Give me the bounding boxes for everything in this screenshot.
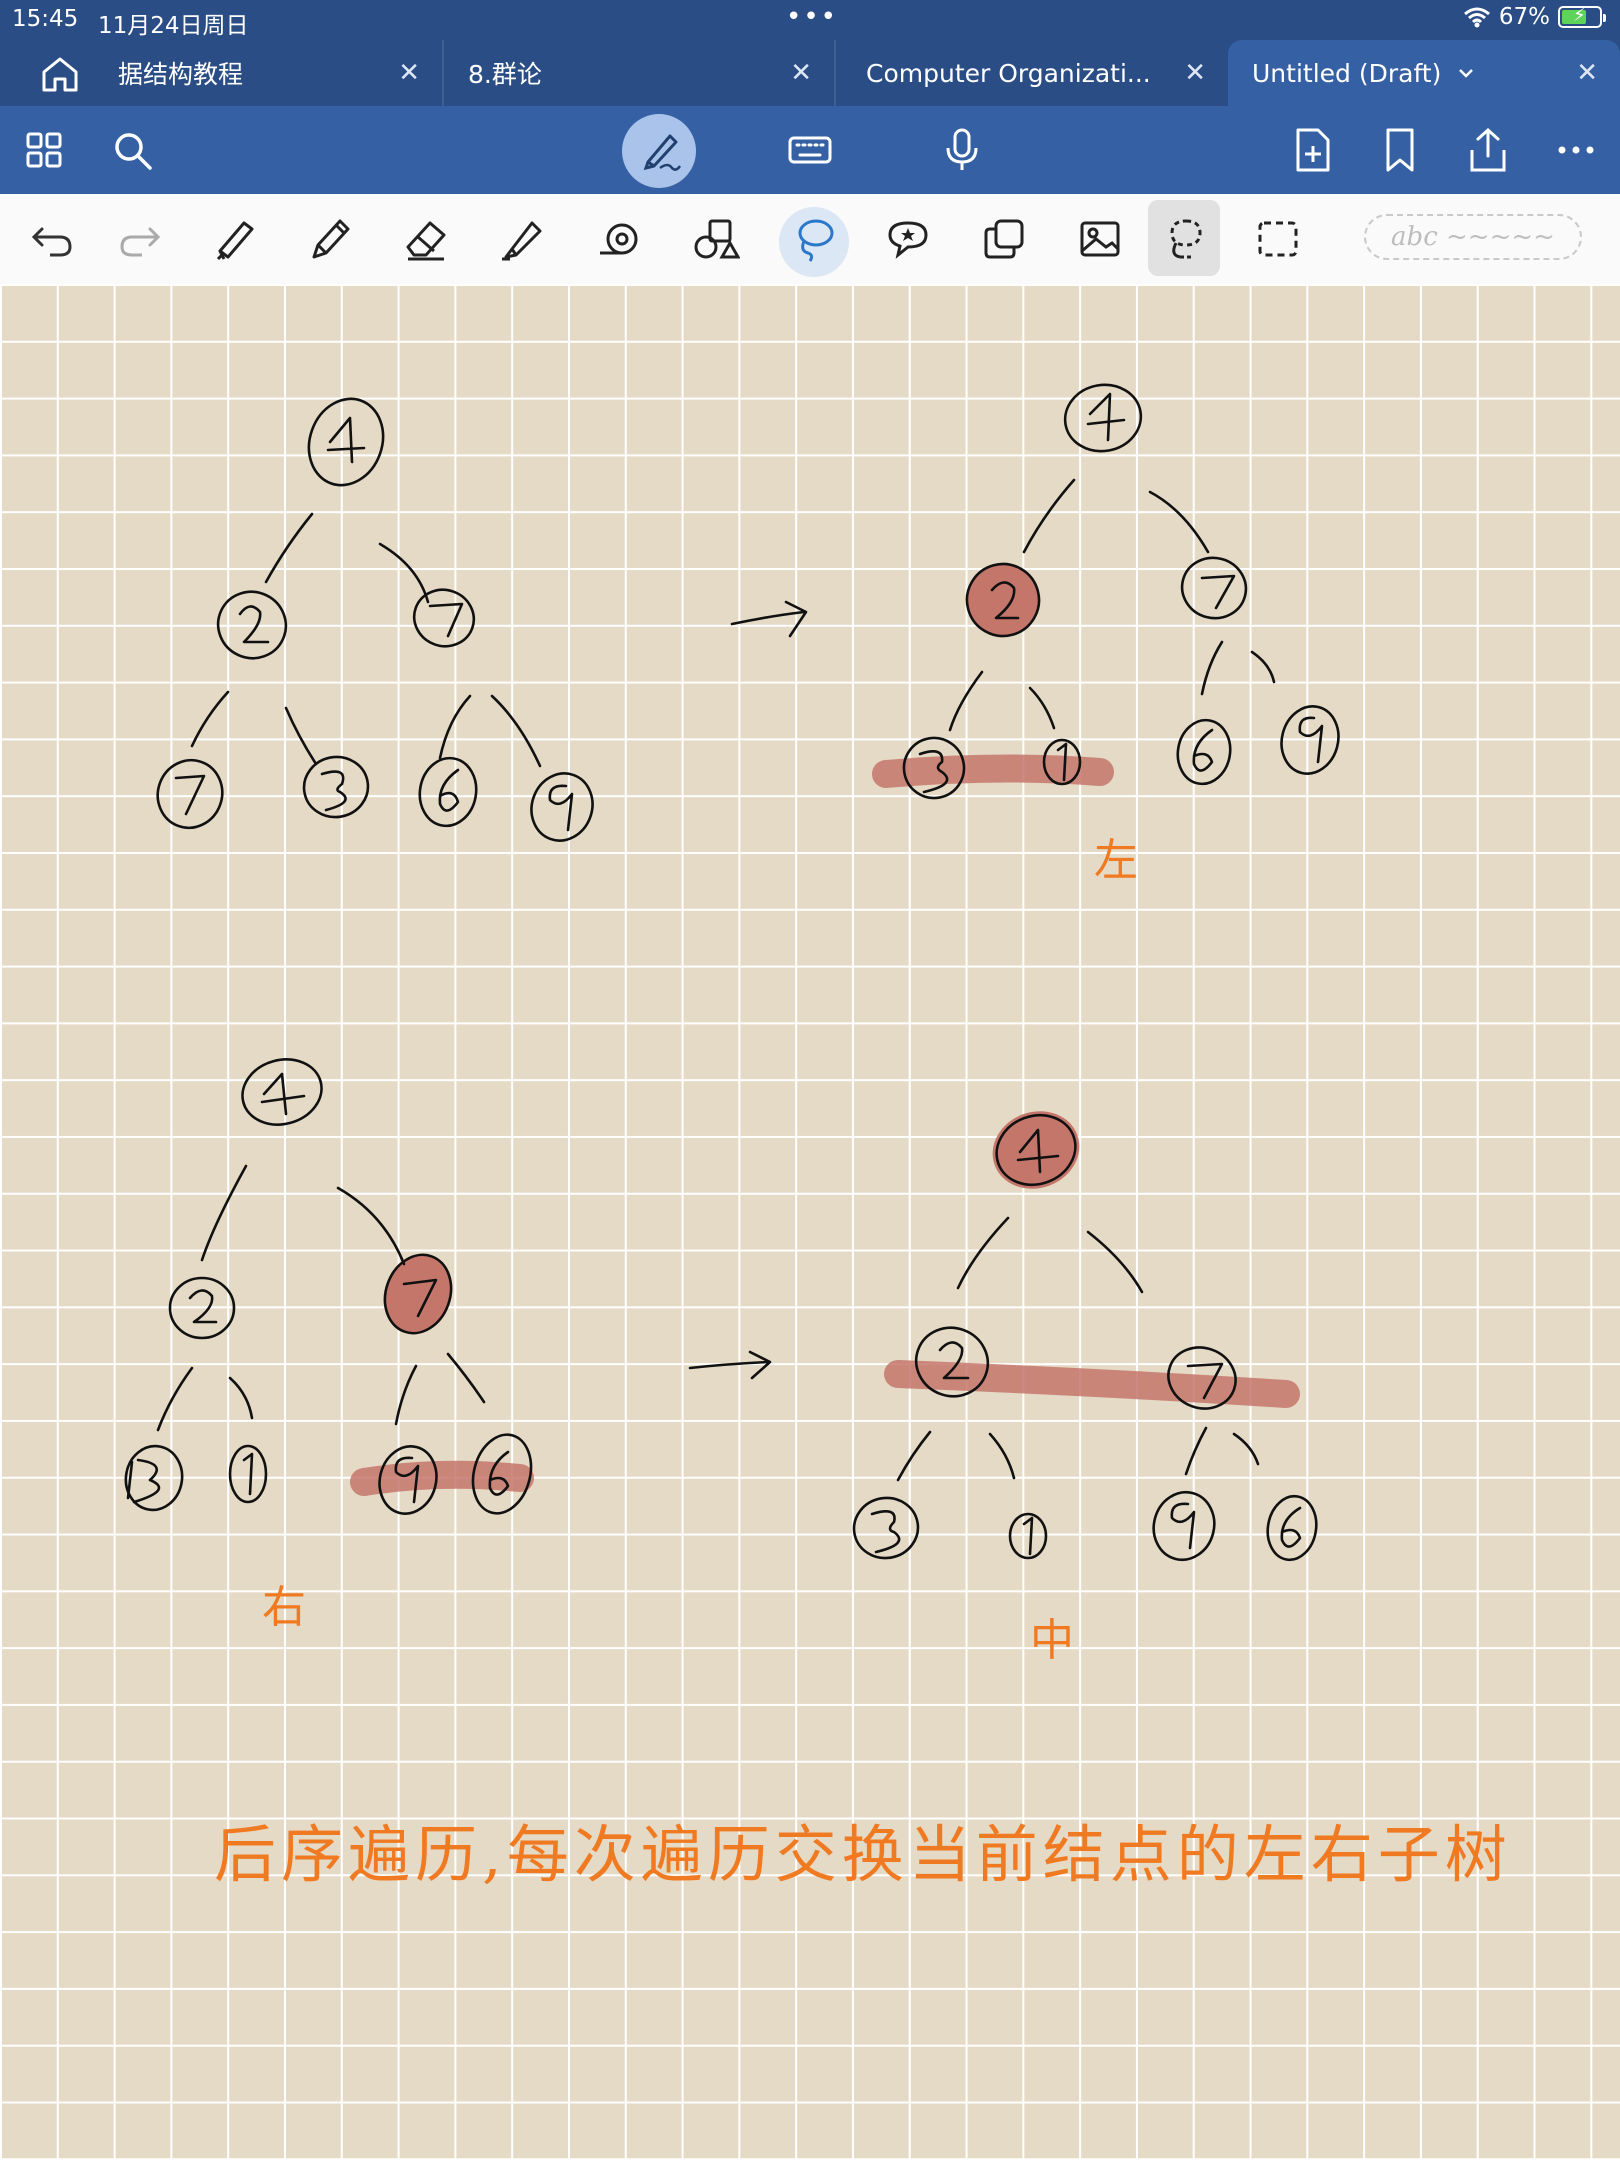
tab-data-structures[interactable]: 据结构教程 ✕ [118,40,444,106]
tree-step-middle [852,1111,1318,1562]
multitasking-dots-icon[interactable]: ••• [786,2,839,32]
close-icon[interactable]: ✕ [1576,58,1598,88]
lasso-icon [798,219,834,262]
rect-select-icon[interactable] [1254,215,1302,263]
close-icon[interactable]: ✕ [1184,58,1206,88]
search-icon[interactable] [108,126,156,174]
tools-toolbar: abc ~~~~~ [0,194,1620,285]
sticker-icon[interactable] [884,215,932,263]
tree-original [156,397,594,842]
tab-untitled-draft[interactable]: Untitled (Draft) ✕ [1228,40,1620,106]
more-icon[interactable] [1552,126,1600,174]
tab-group-theory[interactable]: 8.群论 ✕ [444,40,836,106]
label-right: 右 [262,1582,306,1633]
arrow-1 [730,600,808,638]
share-icon[interactable] [1464,126,1512,174]
tab-label: Computer Organizati... [866,58,1151,88]
tab-label: 据结构教程 [118,60,244,89]
highlighter-icon[interactable] [498,215,546,263]
undo-icon[interactable] [28,215,76,263]
status-right: 67% ⚡ [1463,4,1606,30]
bookmark-icon[interactable] [1376,126,1424,174]
tab-computer-organization[interactable]: Computer Organizati... ✕ [836,40,1228,106]
handwriting-box[interactable]: abc ~~~~~ [1364,214,1582,260]
battery-icon: ⚡ [1558,5,1606,28]
pencil-icon[interactable] [306,215,354,263]
wifi-icon [1463,7,1490,28]
keyboard-icon[interactable] [786,126,834,174]
lasso-select-button[interactable] [1148,200,1220,276]
microphone-icon[interactable] [938,126,986,174]
battery-percent: 67% [1498,4,1550,30]
tape-icon[interactable] [596,215,644,263]
fountain-pen-icon[interactable] [210,215,258,263]
image-icon[interactable] [1076,215,1124,263]
lasso-select-icon [1170,219,1202,259]
grid-icon[interactable] [20,126,68,174]
add-page-icon[interactable] [1288,126,1336,174]
tree-step-right [124,1058,534,1515]
tree-step-left [872,383,1340,800]
close-icon[interactable]: ✕ [790,58,812,88]
status-bar: 15:45 11月24日周日 ••• 67% ⚡ [0,0,1620,40]
shapes-icon[interactable] [692,215,740,263]
clock: 15:45 [12,6,79,32]
handwritten-note: 后序遍历,每次遍历交换当前结点的左右子树 [214,1818,1512,1891]
redo-icon[interactable] [116,215,164,263]
handwriting-layer [124,383,1340,1562]
tab-bar: 据结构教程 ✕ 8.群论 ✕ Computer Organizati... ✕ … [0,40,1620,106]
lasso-tool-button[interactable] [779,207,849,277]
label-middle: 中 [1030,1615,1074,1666]
date: 11月24日周日 [98,13,249,39]
arrow-2 [688,1350,772,1380]
note-canvas[interactable]: 左 右 中 后序遍历,每次遍历交换当前结点的左右子树 [0,284,1620,2160]
top-toolbar [0,106,1620,194]
eraser-icon[interactable] [402,215,450,263]
label-left: 左 [1094,835,1138,886]
pen-mode-icon [643,134,682,171]
tab-label: Untitled (Draft) [1252,58,1442,88]
chevron-down-icon[interactable] [1455,62,1477,84]
close-icon[interactable]: ✕ [398,58,420,88]
tab-label: 8.群论 [468,60,542,89]
elements-icon[interactable] [980,215,1028,263]
home-icon[interactable] [38,54,82,94]
